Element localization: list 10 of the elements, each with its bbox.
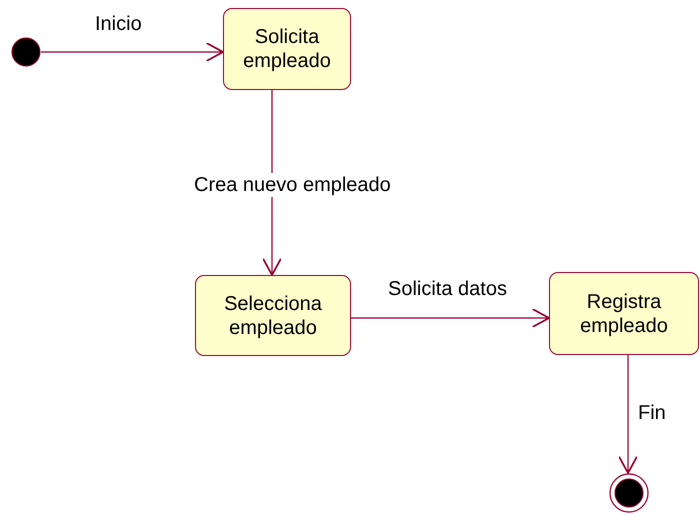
state-box	[223, 8, 351, 90]
state-name: Selecciona empleado	[223, 292, 323, 340]
transition-arrow	[41, 42, 224, 62]
state-name: Solicita empleado	[242, 25, 332, 73]
transition-arrow	[351, 308, 550, 328]
transition-arrow	[618, 355, 638, 474]
state-box	[549, 272, 699, 355]
state-name: Registra empleado	[579, 290, 669, 338]
state-box	[195, 275, 351, 356]
edge-label: Crea nuevo empleado	[192, 173, 393, 197]
